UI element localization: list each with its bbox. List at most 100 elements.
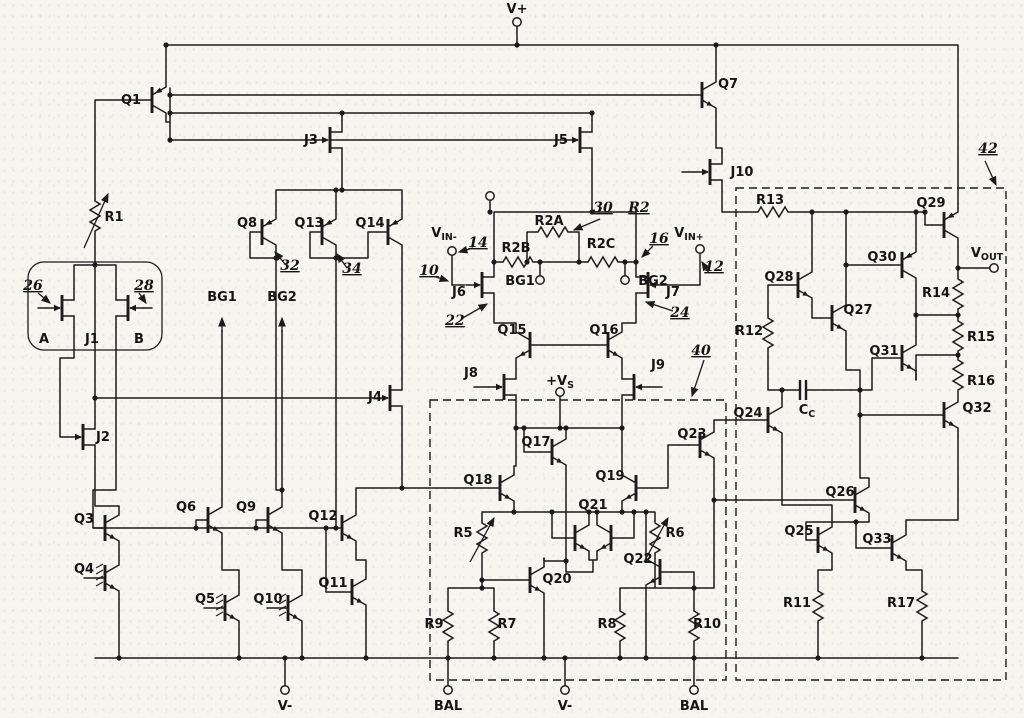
vs-terminal (555, 387, 565, 397)
v-minus-center-terminal (560, 685, 570, 695)
trim-arrow-r6 (643, 516, 669, 563)
label-q1: Q1 (121, 93, 141, 108)
pointer-40 (690, 359, 705, 398)
label-v-plus: V+ (507, 2, 528, 17)
v-plus-terminal (512, 17, 522, 27)
junction-dot (333, 525, 339, 531)
jfet-j8 (486, 365, 518, 409)
label-q25: Q25 (784, 524, 813, 539)
label-q28: Q28 (764, 270, 793, 285)
label-q11: Q11 (318, 576, 347, 591)
junction-dot (491, 655, 497, 661)
junction-dot (514, 42, 520, 48)
label-ref-10: 10 (419, 263, 439, 279)
jfet-j9 (620, 365, 652, 409)
junction-dot (713, 42, 719, 48)
aux-terminal (485, 191, 495, 201)
label-q24: Q24 (733, 406, 762, 421)
junction-dot (643, 655, 649, 661)
pointer-10 (435, 274, 450, 283)
bg1-terminal (535, 275, 545, 285)
junction-dot (541, 655, 547, 661)
jfet-j10 (692, 150, 724, 194)
junction-dot (563, 425, 569, 431)
junction-dot (562, 655, 568, 661)
label-r6: R6 (665, 526, 684, 541)
resistor-r5 (476, 519, 488, 557)
junction-dot (843, 209, 849, 215)
junction-dot (691, 585, 697, 591)
pointer-arrows (37, 160, 997, 563)
junction-dot (633, 259, 639, 265)
output-cell-42-box (735, 187, 1007, 681)
label-ref-34: 34 (342, 261, 361, 277)
junction-dot (843, 262, 849, 268)
junction-dot (521, 425, 527, 431)
transistor-q27 (818, 294, 848, 342)
junction-dot (363, 655, 369, 661)
jfet-j5 (562, 118, 594, 162)
junction-dot (511, 509, 517, 515)
hatch-q4 (95, 563, 104, 587)
label-r17: R17 (887, 596, 915, 611)
pointer-12 (701, 260, 710, 274)
vin-minus-terminal (447, 246, 457, 256)
label-r9: R9 (424, 617, 443, 632)
label-j8: J8 (463, 366, 478, 381)
vout-terminal (989, 263, 999, 273)
transistor-q19 (620, 464, 650, 512)
junction-dot (282, 655, 288, 661)
label-ref-30: 30 (593, 200, 613, 216)
resistor-r2c (584, 256, 622, 268)
label-vs: +VS (546, 374, 574, 391)
jfet-j6 (464, 263, 496, 307)
label-q12: Q12 (308, 509, 337, 524)
vin-plus-terminal (695, 244, 705, 254)
junction-dot (399, 485, 405, 491)
pointer-28 (137, 292, 147, 305)
label-q32: Q32 (962, 401, 991, 416)
label-r2c: R2C (587, 237, 616, 252)
junction-dot (576, 259, 582, 265)
junction-dot (167, 137, 173, 143)
junction-dot (815, 655, 821, 661)
junction-dot (253, 525, 259, 531)
label-cc: CC (799, 403, 816, 420)
bias-cell-40-box (429, 399, 727, 681)
pointer-16 (641, 245, 654, 258)
label-q8: Q8 (237, 216, 257, 231)
label-q29: Q29 (916, 196, 945, 211)
label-ref-26: 26 (22, 278, 43, 294)
capacitor-cc (798, 380, 808, 400)
label-r13: R13 (756, 193, 784, 208)
pointer-30 (572, 218, 601, 231)
junction-dot (323, 525, 329, 531)
label-j4: J4 (367, 390, 382, 405)
wires-bias-cell-40 (94, 419, 959, 687)
label-v-minus-center: V- (558, 699, 573, 714)
junction-dot (92, 395, 98, 401)
pointer-14 (457, 245, 474, 254)
label-bal-left: BAL (434, 699, 462, 714)
label-r10: R10 (693, 617, 721, 632)
transistor-q4 (91, 554, 121, 602)
label-q9: Q9 (236, 500, 256, 515)
transistor-q32 (930, 391, 960, 439)
junction-dot (617, 655, 623, 661)
junction-dot (549, 509, 555, 515)
pointer-42 (984, 160, 997, 187)
junction-dot (922, 209, 928, 215)
transistor-q21b (595, 514, 625, 562)
label-q16: Q16 (589, 323, 618, 338)
resistor-r6 (649, 519, 661, 557)
junction-dot (167, 110, 173, 116)
junction-dot (333, 255, 339, 261)
resistor-r11 (812, 587, 824, 625)
junction-dot (339, 187, 345, 193)
junction-dot (622, 259, 628, 265)
wires-left-section (37, 159, 403, 659)
label-ref-40: 40 (691, 343, 711, 359)
junction-dot (479, 585, 485, 591)
junction-dot (273, 255, 279, 261)
